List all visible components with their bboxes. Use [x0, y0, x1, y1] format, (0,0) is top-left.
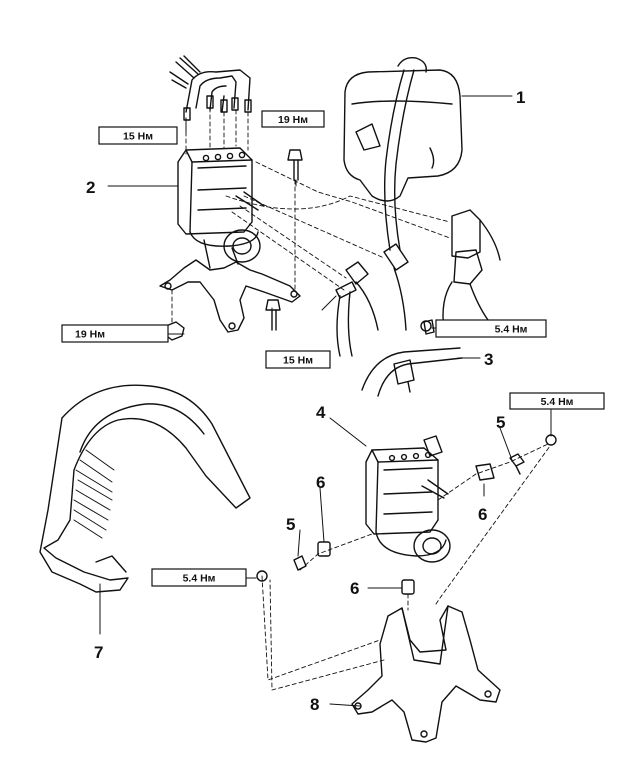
torque-value-harness-bolt: 5.4 Нм [495, 324, 528, 336]
torque-box-right-nut: 5.4 Нм [509, 392, 605, 410]
leader-lines [99, 95, 552, 707]
callout-5-left: 5 [286, 515, 295, 534]
reservoir-part [343, 56, 463, 251]
torque-value-upper-bolt: 19 Нм [278, 114, 308, 126]
callout-4: 4 [316, 403, 326, 422]
torque-box-left-nut: 19 Нм [61, 324, 169, 343]
torque-box-upper-bolt: 19 Нм [261, 110, 325, 128]
callout-1: 1 [516, 88, 525, 107]
fender-vents [73, 449, 115, 539]
torque-value-brake-lines: 15 Нм [123, 131, 153, 143]
torque-value-right-nut: 5.4 Нм [541, 396, 574, 408]
callout-8: 8 [310, 695, 319, 714]
lower-bracket [351, 605, 501, 743]
torque-box-brake-lines: 15 Нм [98, 126, 178, 145]
abs-actuator-upper [159, 147, 301, 333]
torque-labels: 15 Нм 19 Нм 19 Нм 15 Нм 5.4 Нм 5.4 Нм 5.… [61, 110, 605, 587]
callout-2: 2 [86, 178, 95, 197]
fender-liner [39, 384, 251, 593]
callout-3: 3 [484, 350, 493, 369]
callout-6-left: 6 [316, 473, 325, 492]
torque-box-lower-line: 15 Нм [265, 350, 331, 369]
harness-part [361, 319, 463, 397]
abs-actuator-lower [365, 435, 451, 563]
callout-6-bottom: 6 [350, 579, 359, 598]
torque-value-lower-line: 15 Нм [283, 355, 313, 367]
callout-labels: 1 2 3 4 5 5 6 6 6 7 8 [86, 88, 525, 714]
callout-7: 7 [94, 643, 103, 662]
torque-value-left-nut: 19 Нм [75, 329, 105, 341]
assembly-lines [171, 107, 551, 691]
callout-6-right: 6 [478, 505, 487, 524]
callout-5-right: 5 [496, 413, 505, 432]
torque-value-left-stud: 5.4 Нм [183, 573, 216, 585]
brake-lines [169, 55, 252, 121]
fasteners [163, 149, 557, 595]
harness-connectors [335, 209, 501, 357]
torque-box-harness-bolt: 5.4 Нм [435, 319, 547, 338]
torque-box-left-stud: 5.4 Нм [151, 568, 247, 587]
